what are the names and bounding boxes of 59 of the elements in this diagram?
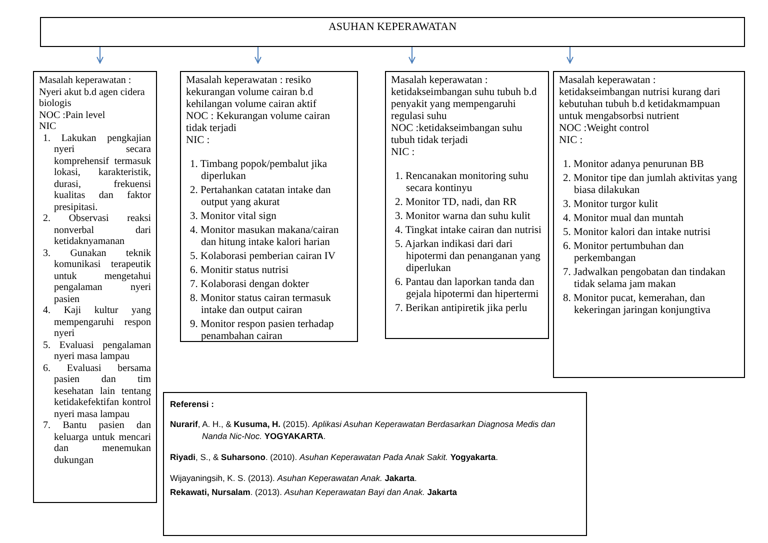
intervention-item: 2. Monitor TD, nadi, dan RR: [394, 197, 518, 209]
noc-text: NOC :Pain level: [39, 110, 106, 121]
intervention-item: 6. Monitor pertumbuhan dan perkembangan: [562, 241, 685, 265]
intervention-item: 4. Monitor masukan makana/cairan dan hitung intake kalori harian: [189, 225, 340, 249]
noc-text: NOC : Kekurangan volume cairan tidak terjadi: [186, 111, 332, 135]
intervention-item: 3. Monitor warna dan suhu kulit: [394, 211, 532, 223]
intervention-item: 1. Timbang popok/pembalut jika diperlukan: [189, 159, 328, 183]
intervention-item: 1. Rencanakan monitoring suhu secara kontinyu: [394, 171, 530, 195]
intervention-item: 2. Pertahankan catatan intake dan output yang akurat: [189, 185, 332, 209]
intervention-item: 1. Lakukan pengkajian nyeri secara komprehensif termasuk lokasi, karakteristik, durasi, frekuensi kualitas dan faktor presipitasi.: [42, 132, 151, 213]
nic-heading: NIC :: [391, 147, 416, 159]
intervention-item: 8. Monitor pucat, kemerahan, dan kekeringan jaringan konjungtiva: [562, 293, 712, 317]
noc-text: NOC :ketidakseimbangan suhu tubuh tidak terjadi: [391, 123, 524, 147]
intervention-item: 3. Monitor turgor kulit: [562, 199, 659, 211]
title-box: [40, 17, 745, 47]
intervention-item: 3. Gunakan teknik komunikasi terapeutik untuk mengetahui pengalaman nyeri pasien: [42, 248, 151, 305]
problem-box: [33, 71, 157, 503]
arrow: [254, 46, 262, 64]
reference-heading: Referensi :: [170, 398, 215, 410]
noc-text: NOC :Weight control: [559, 123, 650, 135]
reference-box: [163, 392, 587, 536]
intervention-item: 9. Monitor respon pasien terhadap penambahan cairan: [189, 319, 335, 343]
intervention-item: 7. Berikan antipiretik jika perlu: [394, 303, 528, 315]
intervention-item: 6. Pantau dan laporkan tanda dan gejala hipotermi dan hipertermi: [394, 277, 540, 301]
intervention-item: 2. Monitor tipe dan jumlah aktivitas yang biasa dilakukan: [562, 173, 738, 197]
reference-entry: Riyadi, S., & Suharsono. (2010). Asuhan Keperawatan Pada Anak Sakit. Yogyakarta.: [170, 451, 499, 463]
problem-box: [553, 71, 745, 378]
reference-entry: Rekawati, Nursalam. (2013). Asuhan Keperawatan Bayi dan Anak. Jakarta: [170, 486, 458, 498]
nic-heading: NIC :: [186, 135, 211, 147]
intervention-item: 4. Tingkat intake cairan dan nutrisi: [394, 225, 542, 237]
arrow: [408, 46, 416, 64]
intervention-item: 3. Monitor vital sign: [189, 211, 278, 223]
intervention-item: 5. Monitor kalori dan intake nutrisi: [562, 227, 712, 239]
problem-text: Masalah keperawatan : ketidakseimbangan suhu tubuh b.d penyakit yang mempengaruhi regulasi suhu: [391, 75, 538, 123]
intervention-item: 1. Monitor adanya penurunan BB: [562, 159, 705, 171]
reference-entry: Nurarif, A. H., & Kusuma, H. (2015). Aplikasi Asuhan Keperawatan Berdasarkan Diagnosa Medis dan Nanda Nic-Noc. YOGYAKARTA.: [170, 418, 556, 442]
intervention-item: 5. Kolaborasi pemberian cairan IV: [189, 251, 336, 263]
arrow: [96, 46, 104, 64]
title-text: ASUHAN KEPERAWATAN: [328, 21, 457, 34]
intervention-item: 7. Kolaborasi dengan dokter: [189, 279, 310, 291]
intervention-item: 7. Jadwalkan pengobatan dan tindakan tidak selama jam makan: [562, 267, 726, 291]
intervention-item: 7. Bantu pasien dan keluarga untuk mencari dan menemukan dukungan: [42, 420, 151, 466]
reference-entry: Wijayaningsih, K. S. (2013). Asuhan Keperawatan Anak. Jakarta.: [170, 472, 418, 484]
intervention-item: 4. Kaji kultur yang mempengaruhi respon nyeri: [42, 305, 151, 340]
intervention-item: 5. Evaluasi pengalaman nyeri masa lampau: [42, 340, 151, 362]
nic-heading: NIC: [39, 121, 58, 132]
problem-box: [180, 71, 358, 342]
problem-text: Masalah keperawatan : resiko kekurangan volume cairan b.d kehilangan volume cairan aktif: [186, 75, 318, 111]
intervention-item: 6. Evaluasi bersama pasien dan tim kesehatan lain tentang ketidakefektifan kontrol nyeri masa lampau: [42, 362, 151, 420]
intervention-item: 5. Ajarkan indikasi dari dari hipotermi dan penanganan yang diperlukan: [394, 239, 542, 275]
intervention-item: 6. Monitir status nutrisi: [189, 265, 290, 277]
intervention-item: 2. Observasi reaksi nonverbal dari ketidaknyamanan: [42, 213, 151, 248]
intervention-item: 8. Monitor status cairan termasuk intake dan output cairan: [189, 293, 332, 317]
intervention-item: 4. Monitor mual dan muntah: [562, 213, 684, 225]
problem-text: Masalah keperawatan : Nyeri akut b.d agen cidera biologis: [39, 75, 146, 110]
problem-text: Masalah keperawatan : ketidakseimbangan nutrisi kurang dari kebutuhan tubuh b.d ketidakmampuan untuk mengabsorbsi nutrient: [559, 75, 722, 123]
problem-box: [385, 71, 549, 339]
nic-heading: NIC :: [559, 135, 584, 147]
arrow: [566, 46, 574, 64]
